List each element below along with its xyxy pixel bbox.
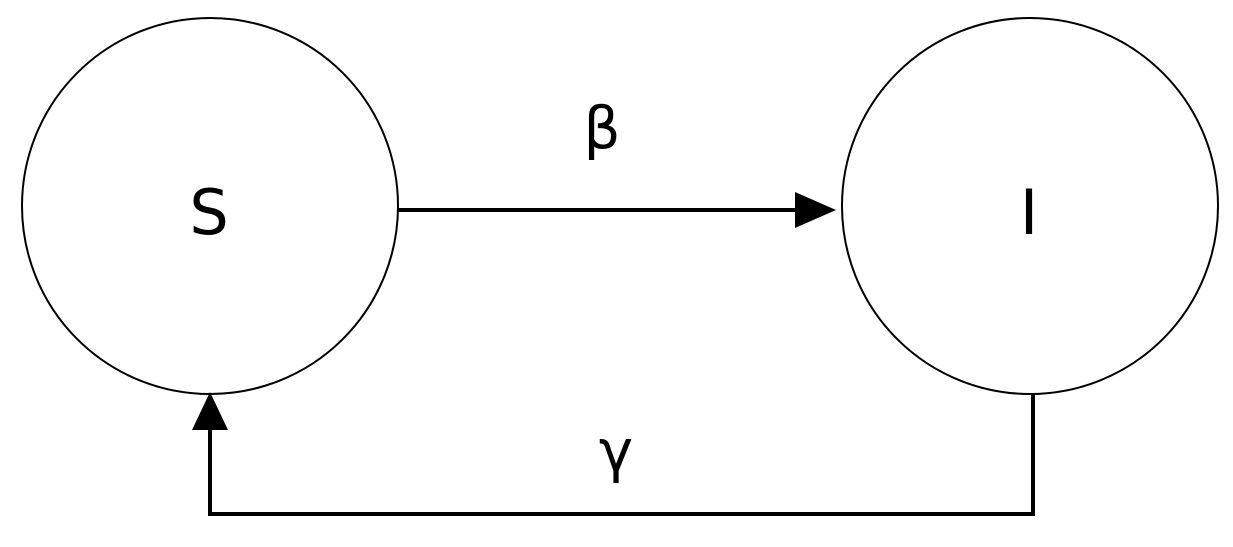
edge-s-to-i-arrowhead — [795, 192, 836, 228]
edge-i-to-s-arrowhead — [192, 392, 228, 430]
node-i-circle — [841, 17, 1219, 395]
edge-i-to-s-line — [208, 394, 1035, 516]
edge-i-to-s-label: γ — [599, 417, 633, 485]
edge-s-to-i-label: β — [583, 94, 620, 162]
node-s-label: S — [189, 176, 228, 249]
node-i-label: I — [1020, 176, 1038, 249]
